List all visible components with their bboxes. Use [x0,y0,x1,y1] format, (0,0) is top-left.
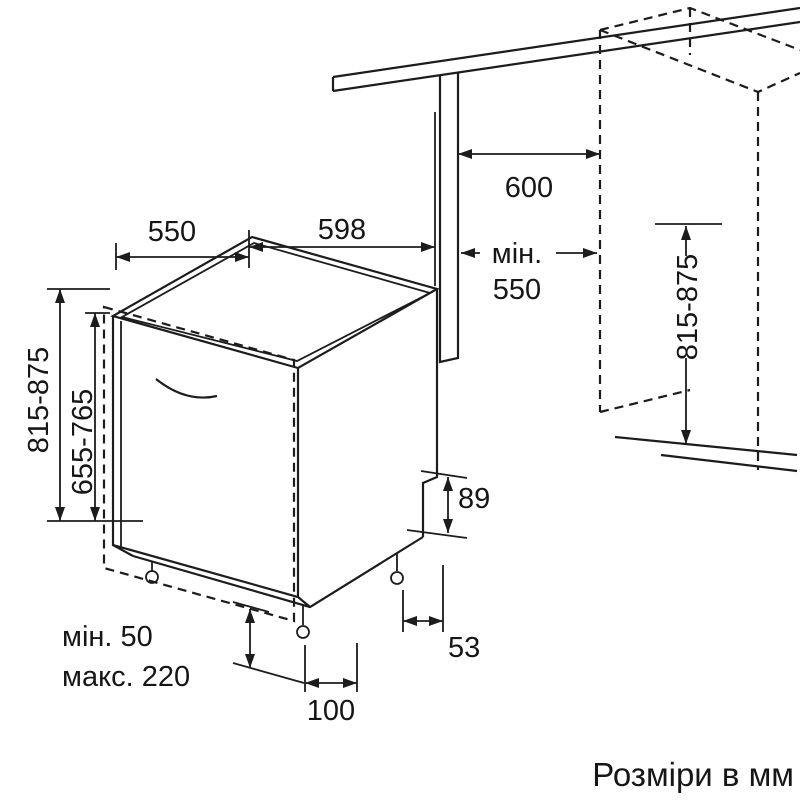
dim-rear-foot-offset-label: 53 [448,632,480,664]
dim-front-foot-offset-label: 100 [307,695,355,727]
dim-top-depth: 550 [115,216,250,270]
foot-front [296,625,310,639]
dishwasher-base [112,536,424,609]
dim-rear-foot-offset: 53 [402,565,480,664]
feet-stems [151,553,398,625]
feet [145,553,404,639]
dim-top-depth-label: 550 [148,216,196,248]
door-handle [155,378,218,399]
worktop-edge-lines [331,6,800,93]
foot-right [390,571,404,585]
dim-plinth-range: мін. 50 макс. 220 [62,601,305,693]
dim-niche-height-label: 815-875 [672,254,704,360]
dim-rear-step-ticks [406,470,468,539]
dim-niche-depth-label-value: 550 [493,274,541,306]
dishwasher [102,235,440,639]
dim-machine-height: 815-875 [23,288,143,522]
dim-niche-width-label: 600 [505,172,553,204]
dim-machine-width: 598 [249,112,436,286]
floor-lines [614,435,798,473]
niche-box-edges [598,6,800,470]
dim-rear-step-label: 89 [458,483,490,515]
niche-box-dashed [598,6,800,470]
dim-machine-height-label: 815-875 [23,347,55,453]
dishwasher-side-and-step [421,289,439,537]
dim-door-panel-height-label: 655-765 [67,389,99,495]
dim-niche-height: 815-875 [655,223,722,444]
dim-rear-foot-offset-ticks [402,565,444,632]
furniture-panel-dashed [102,305,296,623]
foot-left [145,570,159,584]
dim-niche-height-label-group: 815-875 [672,254,704,360]
dim-front-foot-offset: 100 [304,643,358,727]
dim-rear-step: 89 [406,470,490,539]
dim-plinth-min-label: мін. 50 [62,621,153,653]
niche-side-panel [438,73,460,364]
dim-niche-depth: мін. 550 [461,238,597,306]
dim-niche-depth-label-min: мін. [492,238,542,270]
dishwasher-top-inner-rim [119,242,433,362]
dim-door-panel-height-label-group: 655-765 [67,389,99,495]
units-note: Розміри в мм [592,756,794,793]
dishwasher-door-face [111,316,300,599]
floor-step [614,435,798,473]
worktop [331,6,800,93]
dim-plinth-range-ticks [232,601,305,684]
niche-side-panel-outline [438,73,460,364]
dim-door-panel-height: 655-765 [67,312,110,521]
dim-niche-width: 600 [458,149,600,204]
dim-front-foot-offset-ticks [304,643,358,692]
dim-machine-width-label: 598 [318,214,366,246]
dim-plinth-max-label: макс. 220 [62,661,190,693]
dim-machine-height-label-group: 815-875 [23,347,55,453]
